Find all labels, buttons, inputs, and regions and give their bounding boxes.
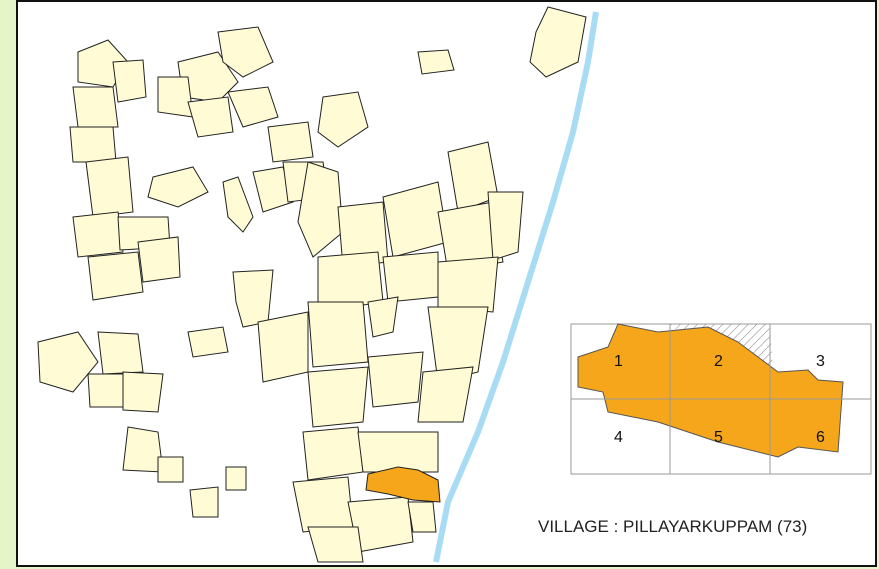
- village-polygon[interactable]: [297, 161, 344, 258]
- village-polygon[interactable]: [189, 486, 219, 518]
- village-polygon[interactable]: [97, 331, 144, 375]
- village-polygon[interactable]: [357, 431, 439, 473]
- village-polygon[interactable]: [225, 466, 247, 491]
- village-polygon[interactable]: [437, 256, 499, 313]
- village-polygon[interactable]: [222, 176, 254, 233]
- village-polygon[interactable]: [302, 426, 364, 481]
- village-polygon[interactable]: [382, 251, 439, 303]
- village-polygon[interactable]: [437, 201, 504, 273]
- village-polygon[interactable]: [157, 76, 194, 118]
- village-polygon[interactable]: [72, 211, 124, 258]
- village-polygon[interactable]: [122, 371, 164, 413]
- village-polygon[interactable]: [252, 166, 294, 213]
- village-polygon[interactable]: [487, 191, 524, 261]
- inset-cell-3: 3: [816, 353, 825, 370]
- village-polygon[interactable]: [257, 311, 309, 383]
- village-polygon[interactable]: [367, 351, 424, 408]
- village-polygon[interactable]: [37, 331, 99, 393]
- village-polygon[interactable]: [112, 59, 147, 103]
- village-polygon[interactable]: [382, 181, 449, 258]
- village-polygon[interactable]: [417, 49, 455, 75]
- village-polygon[interactable]: [217, 26, 274, 78]
- village-polygon[interactable]: [87, 373, 127, 408]
- village-label: VILLAGE : PILLAYARKUPPAM (73): [538, 517, 808, 536]
- village-polygon[interactable]: [292, 476, 354, 533]
- village-polygon[interactable]: [187, 326, 229, 358]
- village-polygon[interactable]: [307, 366, 369, 428]
- inset-cell-2: 2: [714, 353, 723, 370]
- village-polygon[interactable]: [137, 236, 181, 283]
- village-polygon[interactable]: [227, 86, 279, 128]
- inset-grid: 1 2 3 4 5 6: [570, 323, 872, 475]
- inset-cell-5: 5: [714, 429, 723, 446]
- village-polygon[interactable]: [367, 296, 399, 338]
- village-polygon[interactable]: [427, 306, 489, 383]
- village-polygon[interactable]: [85, 156, 134, 218]
- village-polygon[interactable]: [407, 501, 437, 533]
- coastline: [433, 11, 599, 563]
- village-polygon[interactable]: [317, 91, 369, 148]
- village-polygon[interactable]: [157, 456, 184, 483]
- inset-village-shape: [577, 323, 844, 458]
- inset-cell-6: 6: [816, 429, 825, 446]
- village-polygon[interactable]: [232, 269, 274, 328]
- village-polygon[interactable]: [417, 366, 474, 423]
- inset-cell-1: 1: [614, 353, 623, 370]
- village-polygon[interactable]: [87, 251, 144, 301]
- map-frame: 1 2 3 4 5 6 VILLAGE : PILLAYARKUPPAM (73…: [16, 0, 877, 567]
- village-polygon[interactable]: [147, 166, 209, 208]
- inset-cell-4: 4: [614, 429, 623, 446]
- village-polygon[interactable]: [122, 426, 164, 473]
- village-polygon[interactable]: [529, 6, 587, 78]
- village-polygon[interactable]: [267, 121, 314, 163]
- village-polygon[interactable]: [307, 526, 364, 563]
- village-polygon[interactable]: [307, 301, 369, 368]
- village-map: 1 2 3 4 5 6: [37, 6, 872, 563]
- village-polygon[interactable]: [187, 96, 234, 138]
- village-polygon[interactable]: [69, 126, 117, 163]
- village-polygon[interactable]: [72, 86, 119, 128]
- selected-village-polygon[interactable]: [365, 466, 441, 503]
